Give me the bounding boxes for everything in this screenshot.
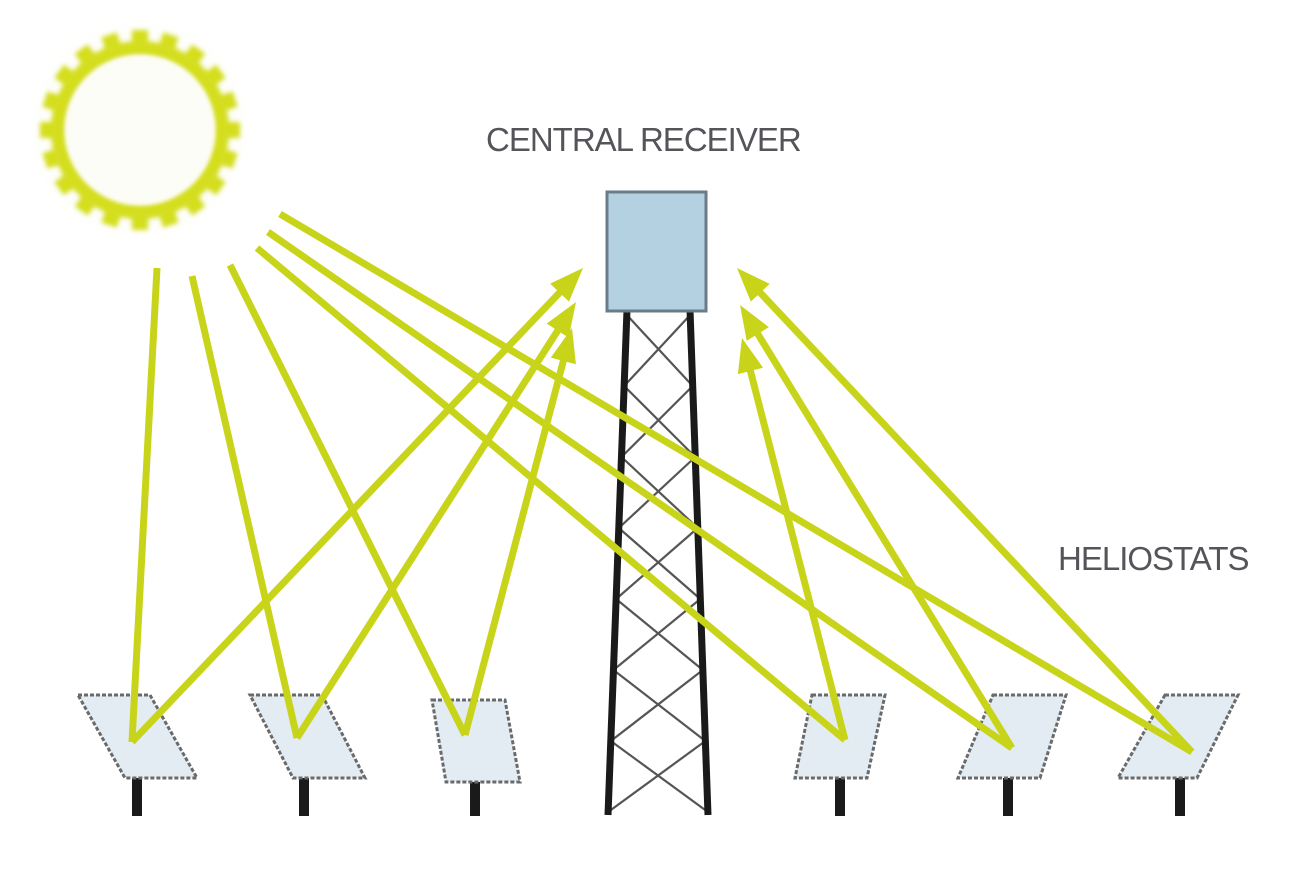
incoming-ray — [266, 229, 1014, 751]
heliostat-mirror — [955, 693, 1069, 780]
reflected-ray — [461, 356, 568, 736]
arrowhead — [550, 328, 576, 365]
tower-brace — [620, 456, 699, 529]
tower-brace — [615, 598, 704, 671]
central-receiver — [605, 190, 708, 313]
heliostat-post — [835, 778, 845, 816]
reflected-ray — [294, 325, 563, 740]
tower-brace — [620, 385, 694, 458]
heliostat-post — [1175, 778, 1185, 816]
tower-brace — [610, 740, 709, 813]
heliostat — [1115, 693, 1241, 816]
incoming-ray — [188, 275, 301, 739]
heliostat-mirror — [247, 693, 368, 780]
incoming-ray — [278, 210, 1194, 756]
arrowhead — [546, 302, 576, 338]
heliostat-mirror — [430, 698, 522, 784]
ray-arrowheads — [546, 268, 770, 375]
tower-brace — [607, 740, 707, 813]
heliostat — [955, 693, 1069, 816]
incoming-ray — [254, 245, 848, 743]
tower-brace — [610, 669, 704, 742]
central-receiver-label: CENTRAL RECEIVER — [486, 121, 802, 158]
tower-brace — [618, 527, 702, 600]
incoming-ray — [226, 263, 469, 737]
incoming-ray — [128, 267, 161, 743]
heliostat-field — [75, 693, 1241, 816]
lattice-tower — [604, 309, 712, 816]
reflected-ray — [129, 287, 565, 745]
heliostat-post — [1003, 778, 1013, 816]
heliostat-post — [470, 778, 480, 816]
tower-brace — [623, 314, 691, 387]
tower-brace — [615, 527, 699, 600]
heliostat-post — [132, 778, 142, 816]
sun-icon — [22, 12, 258, 248]
arrowhead — [737, 268, 770, 302]
heliostats-label: HELIOSTATS — [1058, 540, 1249, 577]
tower-brace — [612, 669, 707, 742]
heliostat — [247, 693, 368, 816]
tower-brace — [618, 456, 696, 529]
reflected-ray — [754, 287, 1195, 755]
arrowhead — [740, 305, 769, 341]
reflected-ray — [752, 328, 1015, 750]
arrowhead — [737, 338, 764, 375]
heliostat-post — [299, 778, 309, 816]
tower-brace — [623, 385, 697, 458]
heliostat — [75, 693, 200, 816]
heliostat — [430, 698, 522, 816]
arrowhead — [550, 268, 583, 302]
reflected-ray — [746, 366, 849, 741]
sunlight-rays — [128, 210, 1195, 756]
tower-brace — [626, 314, 694, 387]
